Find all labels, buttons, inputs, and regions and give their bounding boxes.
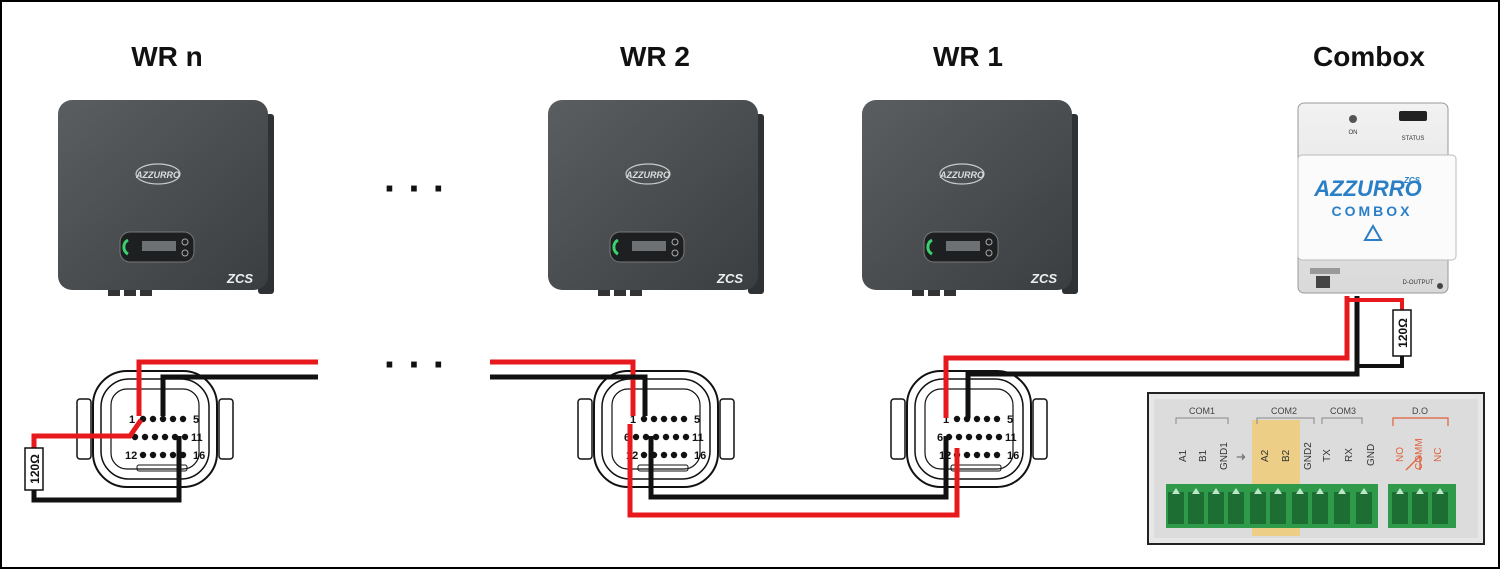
terminal-block-panel: COM1 COM2 COM3 D.O A1 B1 GND1 ⏚ A2 B2 GN… [1147, 392, 1485, 545]
zcs-logo: ZCS [1030, 271, 1057, 286]
status-port [1399, 111, 1427, 121]
terminal-nc: NC [1433, 448, 1444, 462]
inverter-brand: AZZURRO [625, 170, 670, 180]
terminal-gnd2: GND2 [1303, 442, 1314, 470]
terminal-gnd1: GND1 [1219, 442, 1230, 470]
pin-16-label: 16 [193, 450, 205, 462]
terminal-no: NO [1395, 447, 1406, 462]
status-label: STATUS [1402, 136, 1425, 142]
combox-brand: AZZURRO [1313, 176, 1422, 201]
pin-16-label: 16 [694, 450, 706, 462]
resistor-combox-label: 120Ω [1396, 318, 1410, 348]
group-com1: COM1 [1189, 406, 1215, 416]
combox-resistor-lead-b [1357, 356, 1404, 368]
inverter-wr-n: AZZURRO ZCS [56, 98, 276, 298]
wire-a-red [31, 296, 1350, 518]
title-combox: Combox [1313, 41, 1425, 72]
combox-device: ON STATUS AZZURRO ZCS COMBOX D-OUTPUT [1297, 102, 1457, 294]
inverter-wr-1: AZZURRO ZCS [860, 98, 1080, 298]
terminal-rx: RX [1344, 448, 1355, 462]
resistor-wr-n: 120Ω [24, 447, 44, 491]
terminal-a1: A1 [1178, 449, 1189, 462]
d-output-label: D-OUTPUT [1403, 280, 1434, 286]
group-com2: COM2 [1271, 406, 1297, 416]
terminal-b1: B1 [1198, 449, 1209, 462]
on-label: ON [1349, 130, 1358, 136]
pin-5-label: 5 [1007, 414, 1013, 426]
zcs-logo: ZCS [716, 271, 743, 286]
terminal-earth-icon: ⏚ [1236, 452, 1248, 462]
combox-a-logo-icon [1363, 223, 1383, 241]
combox-name: COMBOX [1332, 203, 1413, 219]
pin-12-label: 12 [125, 450, 137, 462]
terminal-gnd: GND [1366, 444, 1377, 466]
pin-5-label: 5 [694, 414, 700, 426]
inverter-wr-2: AZZURRO ZCS [546, 98, 766, 298]
pin-11-label: 11 [692, 432, 704, 444]
pin-5-label: 5 [193, 414, 199, 426]
wire-b-black [31, 296, 1360, 503]
pin-1-label: 1 [129, 414, 135, 426]
ellipsis-top: · · · [384, 167, 446, 211]
inverter-brand: AZZURRO [939, 170, 984, 180]
terminal-a2: A2 [1260, 449, 1271, 462]
title-wr-n: WR n [131, 41, 203, 72]
pin-11-label: 11 [191, 432, 203, 444]
resistor-combox: 120Ω [1392, 309, 1412, 357]
combox-sub: ZCS [1403, 176, 1421, 185]
pin-6-label: 6 [624, 432, 630, 444]
group-com3: COM3 [1330, 406, 1356, 416]
pin-11-label: 11 [1005, 432, 1017, 444]
terminal-tx: TX [1322, 449, 1333, 462]
pin-1-label: 1 [630, 414, 636, 426]
terminal-b2: B2 [1281, 449, 1292, 462]
terminal-comm: COMM [1414, 438, 1425, 470]
connector-wr-n: 1 5 11 12 16 [76, 370, 234, 488]
title-wr-1: WR 1 [933, 41, 1003, 72]
pin-6-label: 6 [937, 432, 943, 444]
ellipsis-bottom: · · · [384, 343, 446, 387]
group-do: D.O [1412, 406, 1428, 416]
on-led [1349, 115, 1357, 123]
title-wr-2: WR 2 [620, 41, 690, 72]
pin-1-label: 1 [943, 414, 949, 426]
zcs-logo: ZCS [226, 271, 253, 286]
pin-16-label: 16 [1007, 450, 1019, 462]
connector-wr-2: 1 5 6 11 12 16 [577, 370, 735, 488]
relay-switch-icon [1405, 454, 1421, 471]
inverter-brand: AZZURRO [135, 170, 180, 180]
resistor-wr-n-label: 120Ω [28, 454, 42, 484]
combox-resistor-lead-a [1347, 298, 1404, 310]
